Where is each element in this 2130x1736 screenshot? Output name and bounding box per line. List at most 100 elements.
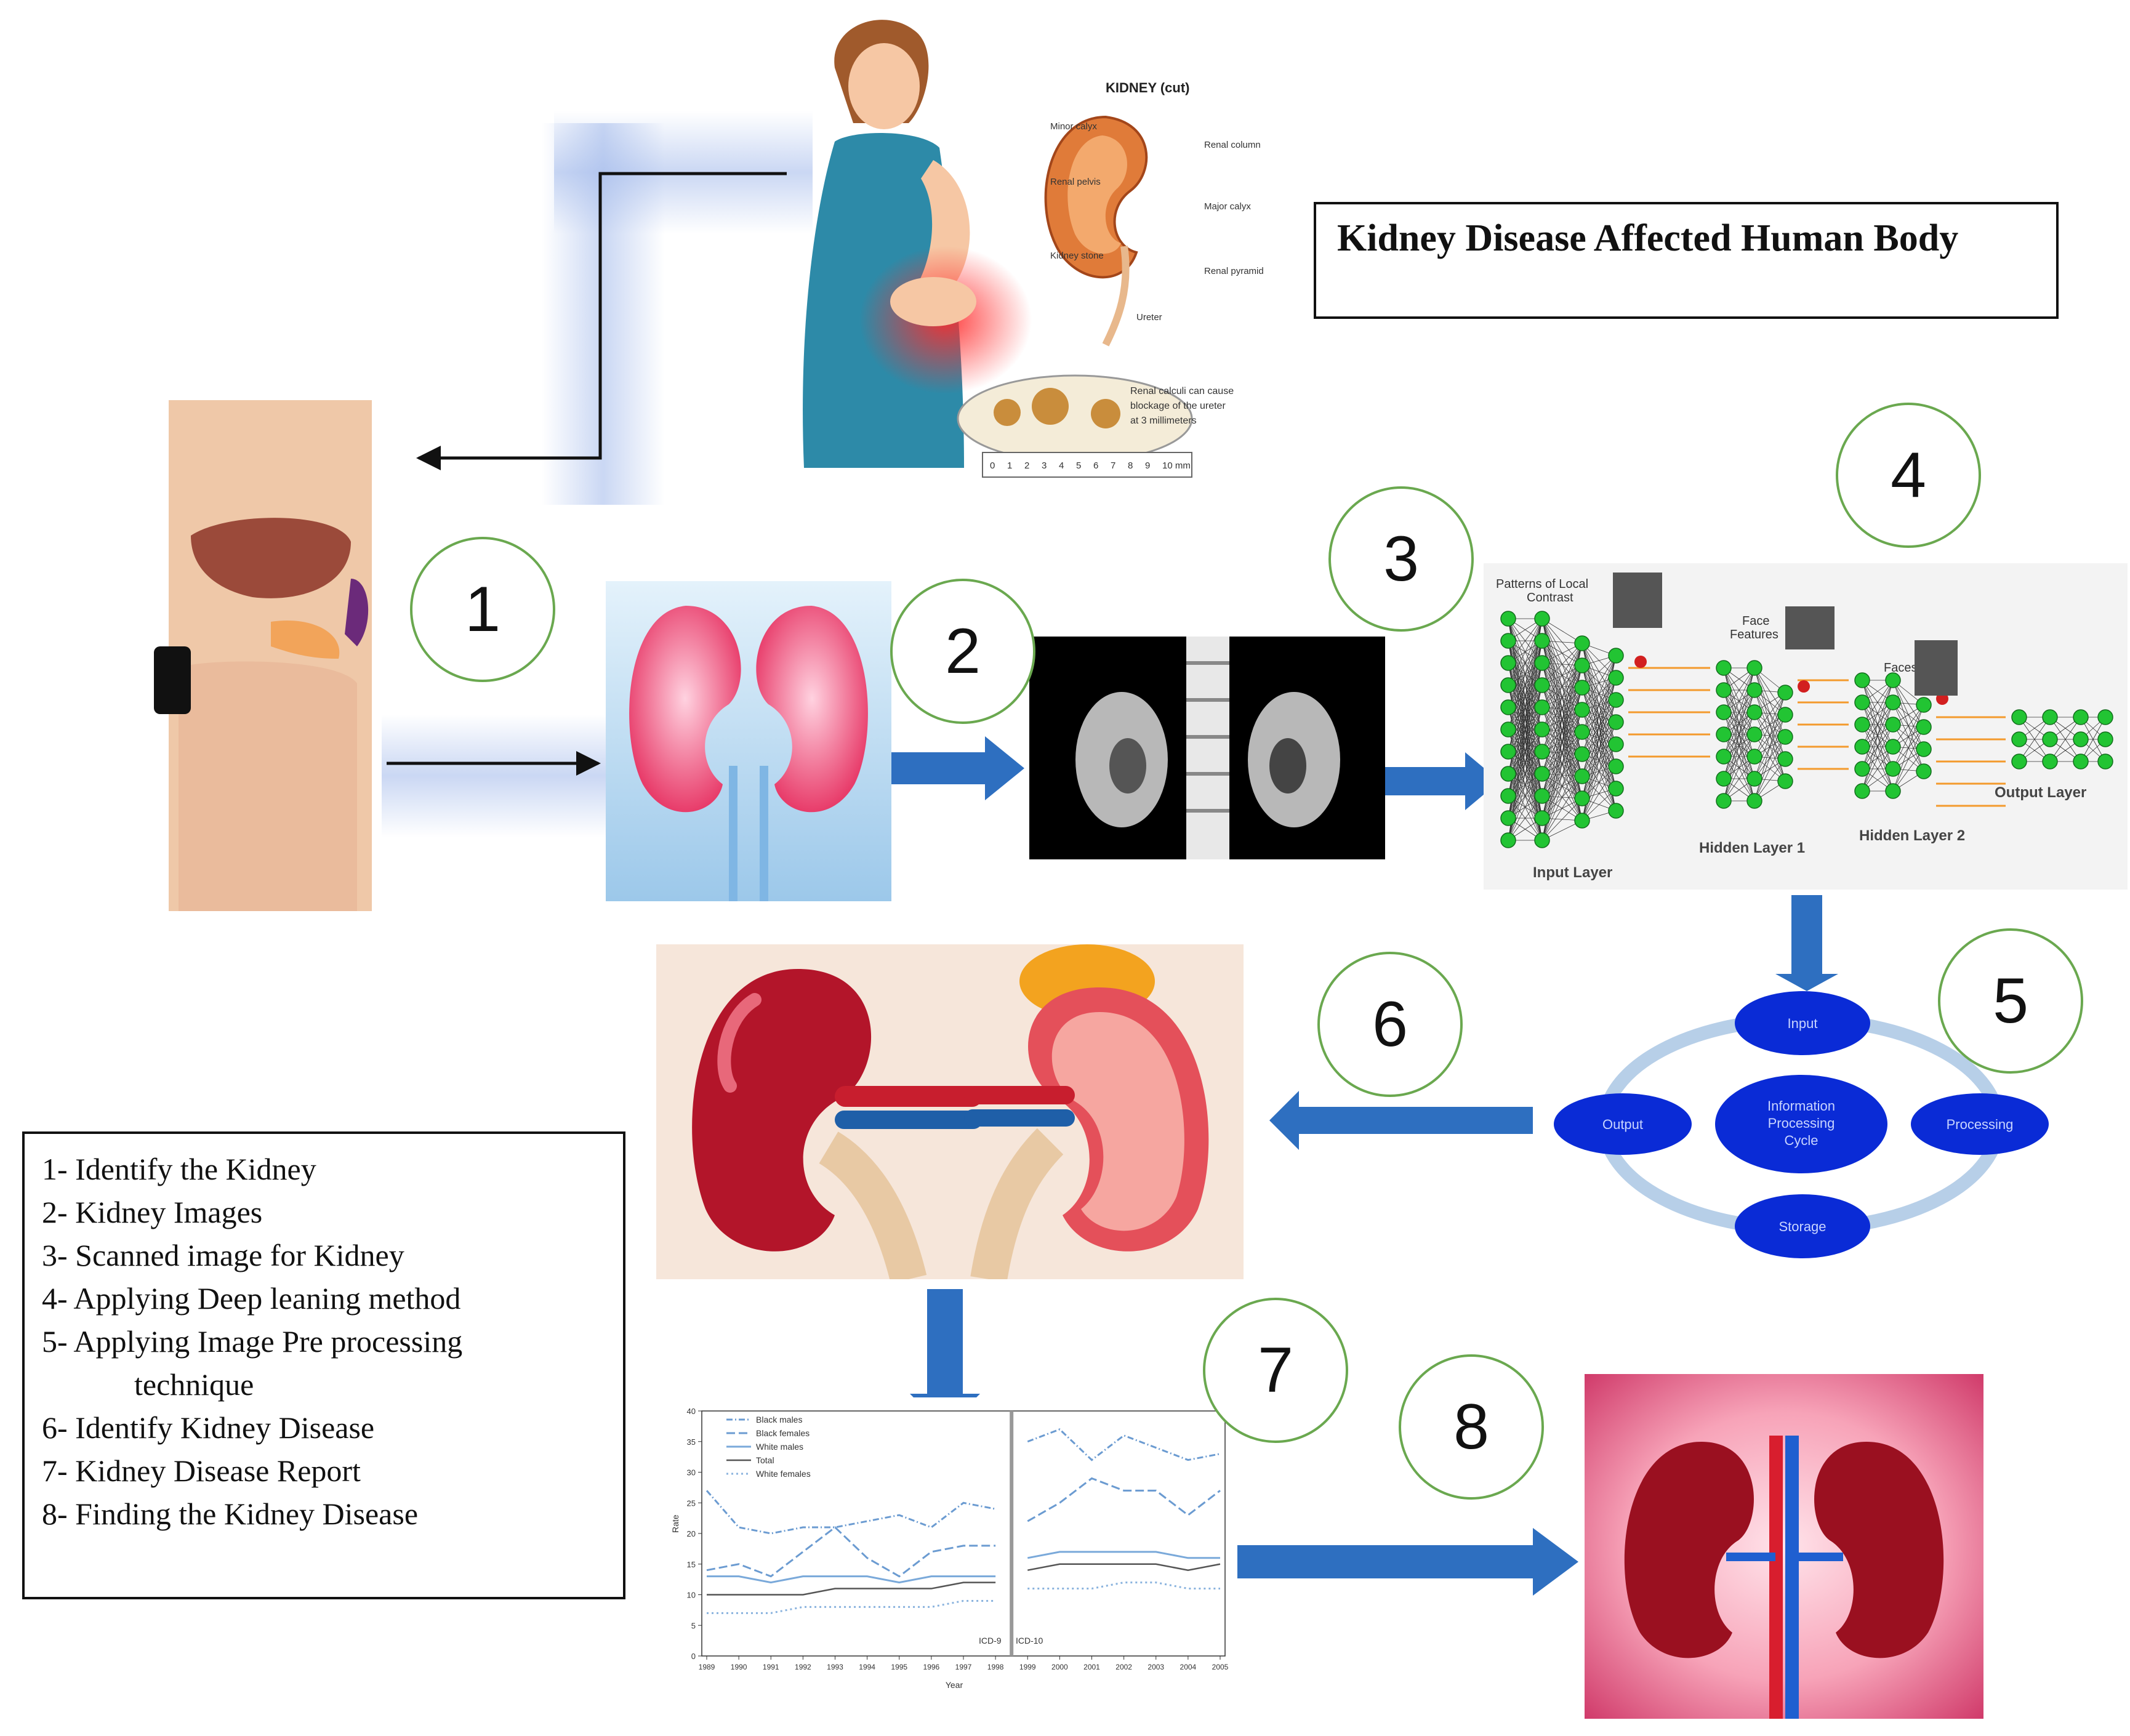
nn-node [1574,746,1590,762]
ureter [1102,246,1130,347]
ruler-digit: 10 mm [1162,460,1191,471]
nn-node [1716,726,1732,742]
nn-edge [1508,773,1543,841]
chart-x-tick-label: 1993 [827,1663,843,1671]
nn-edge [1508,662,1543,841]
nn-edge [1508,618,1543,686]
nn-node [2011,731,2027,747]
legend-label-5-cont: technique [134,1367,254,1402]
nn-node [1746,726,1762,742]
legend-label-2: Kidney Images [75,1195,263,1229]
legend-prefix-7: 7- [42,1453,68,1488]
nn-node [1716,749,1732,765]
chart-y-tick-label: 40 [687,1407,696,1416]
nn-node [1746,793,1762,809]
arrow-report-to-finding [1231,1528,1578,1596]
nn-node [1608,803,1624,819]
chart-segment-icd9: ICD-9 [979,1636,1002,1646]
nn-node [2073,753,2089,770]
step-circle-8: 8 [1399,1354,1544,1500]
nn-node [1716,793,1732,809]
nn-edge [1508,618,1543,819]
kidney-cut-heading: KIDNEY (cut) [1106,80,1190,95]
nn-edge [1723,734,1755,802]
nn-node [1746,771,1762,787]
label-minor-calyx: Minor calyx [1050,121,1097,132]
cycle-node-storage: Storage [1735,1194,1870,1258]
woman-face [848,43,920,129]
legend-item-6: 6- Identify Kidney Disease [42,1406,606,1449]
legend-prefix-3: 3- [42,1238,68,1272]
ct-kidney-right-core [1269,738,1306,794]
nn-node [2042,731,2058,747]
chart-legend-label: Black females [756,1428,810,1438]
legend-label-1: Identify the Kidney [75,1152,316,1186]
nn-node [2011,753,2027,770]
nn-edge [1862,680,1894,770]
nn-edge [1508,640,1543,841]
ct-spine [1186,637,1229,859]
step-circle-1: 1 [410,537,555,682]
nn-node [1574,790,1590,806]
step-circle-5: 5 [1938,928,2083,1074]
kidney-whole-highlight [717,993,762,1093]
nn-edge [1892,726,1924,792]
nn-node [1608,736,1624,752]
nn-node [1500,810,1516,826]
nn-edge [1723,667,1755,757]
chart-y-tick-label: 35 [687,1437,696,1447]
label-renal-pyramid: Renal pyramid [1204,266,1264,276]
abdomen-svg [154,400,372,911]
nn-node [1608,758,1624,774]
chart-x-tick-label: 2000 [1051,1663,1068,1671]
chart-x-tick-label: 2003 [1147,1663,1164,1671]
step-number-3: 3 [1383,523,1419,595]
nn-output-node [1798,680,1810,693]
chart-x-tick-label: 2005 [1212,1663,1229,1671]
nn-node [1608,670,1624,686]
nn-node [1716,660,1732,676]
nn-edge [1581,766,1617,821]
nn-node [1500,788,1516,804]
chart-legend-label: Total [756,1455,774,1465]
chart-x-tick-label: 2001 [1083,1663,1100,1671]
stone-3 [1091,399,1120,428]
nn-node [2011,709,2027,725]
chart-x-tick-label: 1997 [955,1663,972,1671]
ct-kidney-left-core [1109,738,1146,794]
vessel-blue-right [964,1109,1075,1127]
ct-vertebrae [1186,661,1229,813]
nn-node [1777,707,1793,723]
nn-edge [1508,618,1543,841]
nn-edge [1892,704,1924,770]
nn-edge [1541,665,1583,841]
chart-y-tick-label: 5 [691,1621,696,1630]
nn-edge [1892,704,1924,792]
ruler-digit: 6 [1093,460,1098,471]
stomach [271,621,340,659]
chart-x-tick-label: 1992 [795,1663,811,1671]
chart-series-line-icd10 [1027,1563,1221,1571]
nn-node [1574,702,1590,718]
legend-item-8: 8- Finding the Kidney Disease [42,1492,606,1535]
chart-series-line-icd10 [1027,1581,1220,1590]
step-circle-3: 3 [1328,486,1474,632]
nn-node [1574,724,1590,740]
nn-node [1716,682,1732,698]
kidney-image-left [629,606,741,813]
nn-node [1777,685,1793,701]
legend-label-5: Applying Image Pre processing [73,1324,463,1359]
processing-cycle-svg: Information Processing Cycle Input Proce… [1554,991,2049,1258]
cycle-node-output-label: Output [1602,1117,1643,1132]
step-number-2: 2 [945,615,981,687]
final-kidney-right [1814,1442,1944,1658]
cycle-node-input: Input [1735,991,1870,1055]
diagram-title-box: Kidney Disease Affected Human Body [1314,202,2059,319]
nn-node [1500,721,1516,737]
label-major-calyx: Major calyx [1204,201,1251,212]
arrow-network-to-cycle [1775,895,1838,991]
ureter-glow-right [760,766,768,901]
